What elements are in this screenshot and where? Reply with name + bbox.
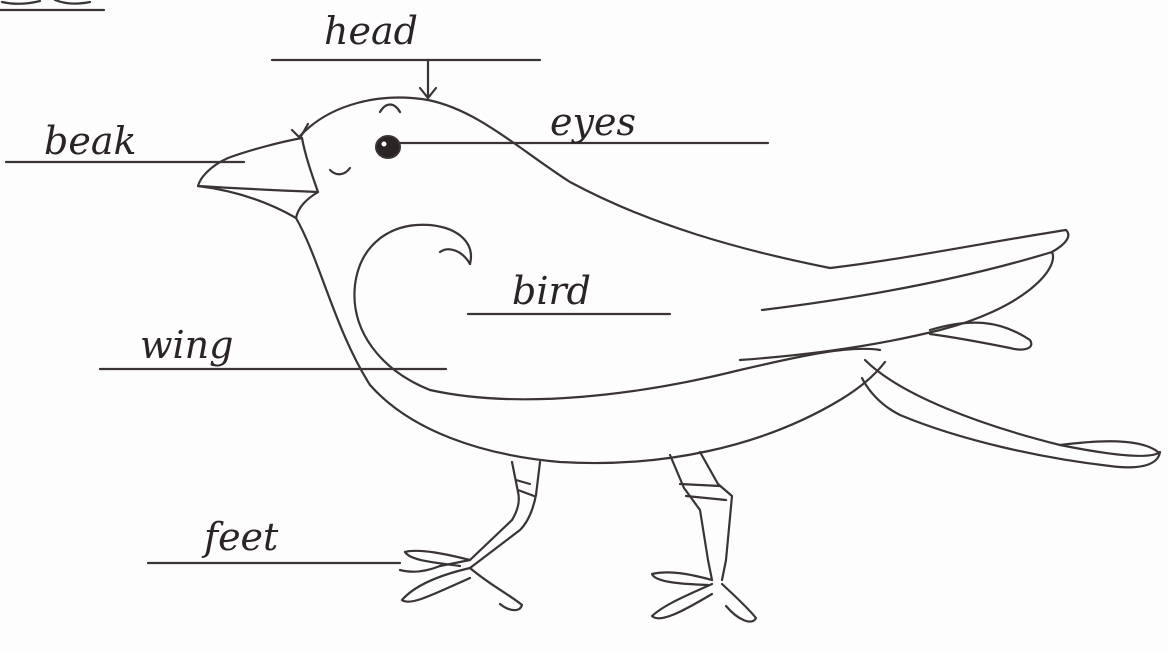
corner-scribble [2,0,90,4]
bird-back-outline [300,98,1068,268]
eye-dot [376,136,400,158]
label-beak: beak [44,122,137,160]
wing-outline [354,225,880,400]
left-leg [440,462,540,568]
bird-throat-outline [296,192,318,218]
head-pointer-arrow [420,60,436,98]
label-bird: bird [512,272,591,310]
tail-lower-feather [862,360,1160,467]
label-head: head [324,12,418,50]
eye-highlight [382,142,387,147]
left-foot [400,551,522,610]
beak-outline [198,138,318,192]
label-eyes: eyes [550,103,636,141]
tail-upper-feather [740,252,1053,360]
right-foot [652,572,756,621]
tail-middle-feather [930,323,1031,350]
label-feet: feet [204,518,278,556]
cheek-mark [330,168,350,174]
tail-tip-line [1060,441,1158,452]
right-leg [670,452,732,580]
eyebrow-mark [380,105,400,113]
label-wing: wing [140,326,233,364]
wing-inner-curl [440,249,470,264]
bird-breast-outline [296,218,885,463]
